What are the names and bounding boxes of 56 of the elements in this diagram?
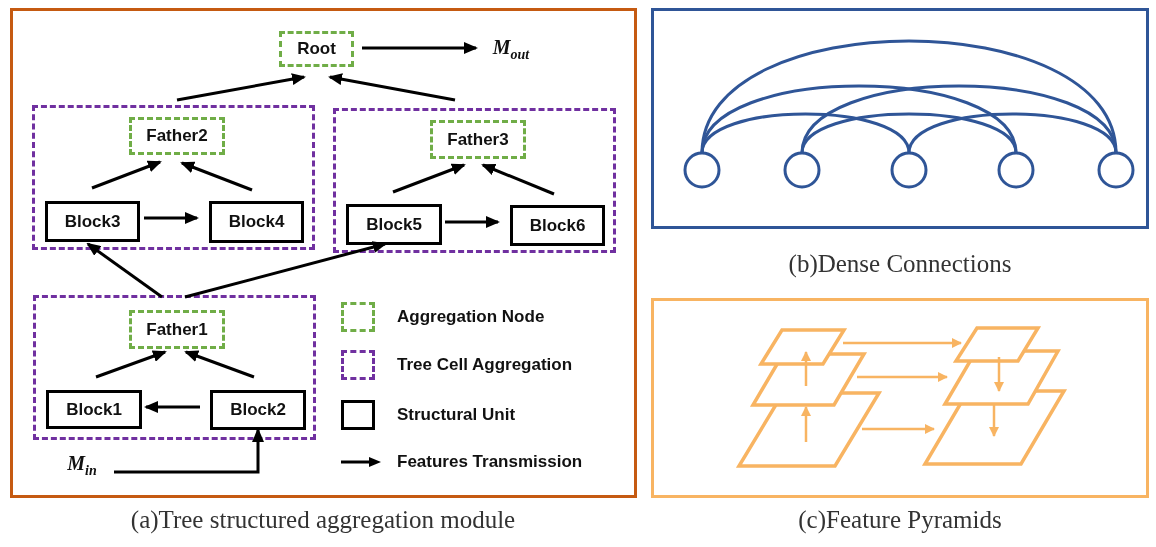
arc-connector [700,39,1118,154]
arrow [362,42,478,54]
arrow [843,338,962,348]
arrow [176,73,306,102]
circle-node [890,151,928,189]
arrow [86,242,163,299]
arrow [801,351,811,386]
arrow [91,160,162,190]
input-label: M$_{in}$ [60,452,104,478]
aggregation-node: Root [279,31,354,67]
arc-connector [800,84,1118,154]
output-label: M$_{out}$ [482,36,540,62]
tree-cell-group [333,108,616,253]
circle-node [1097,151,1135,189]
arrow [180,161,253,192]
aggregation-node: Father2 [129,117,225,155]
arrow [481,163,555,196]
feature-map-plane [956,328,1038,361]
panel-caption: (a)Tree structured aggregation module [130,506,516,534]
circle-node [997,151,1035,189]
block-box: Block6 [510,205,605,246]
block-box: Block2 [210,390,306,430]
arrow [989,404,999,437]
feature-map-plane [925,391,1064,464]
arrow [328,73,456,102]
tree-cell-group [33,295,316,440]
panel-caption: (b)Dense Connections [788,250,1012,278]
arrow [144,212,199,224]
arrow [862,424,935,434]
arrow [994,357,1004,392]
arrow [801,406,811,442]
legend-label: Aggregation Node [397,307,545,327]
aggregation-node: Father1 [129,310,225,349]
legend-label: Structural Unit [397,405,516,425]
aggregation-node: Father3 [430,120,526,159]
feature-map-plane [761,330,844,364]
block-box: Block4 [209,201,304,243]
arrow [857,372,948,382]
arrow [184,350,255,379]
tree-cell-group [32,105,315,250]
circle-node [683,151,721,189]
arc-connector [907,112,1118,154]
arrow [184,241,387,299]
panel-caption: (c)Feature Pyramids [798,506,1002,534]
block-box: Block1 [46,390,142,429]
legend-label: Tree Cell Aggregation [397,355,573,375]
arrow [95,350,167,379]
arrow [392,163,466,194]
block-box: Block5 [346,204,442,245]
block-box: Block3 [45,201,140,242]
arrow [445,216,500,228]
arrow [144,401,200,413]
feature-map-plane [739,393,879,466]
arrow [114,428,264,474]
circle-node [783,151,821,189]
legend-label: Features Transmission [397,452,583,472]
